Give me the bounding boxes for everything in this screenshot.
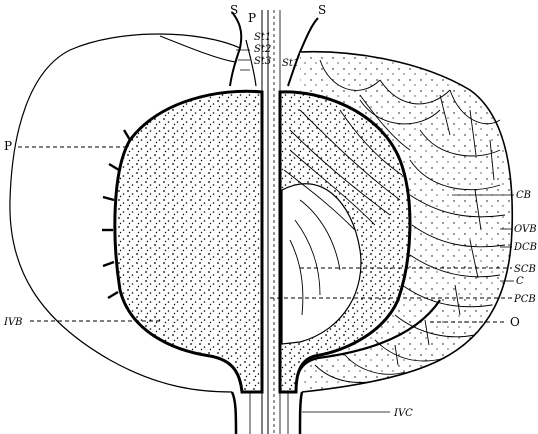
label-pcb: PCB [513,294,536,305]
label-o: O [510,315,520,329]
label-p-top: P [248,11,256,25]
label-s-right: S [318,3,326,17]
label-ivc: IVC [393,408,413,419]
left-ovary [115,91,262,392]
label-cb: CB [516,190,531,201]
label-scb: SCB [514,264,536,275]
label-dcb: DCB [513,242,537,253]
label-st-center: St1 [282,58,299,69]
label-ovb: OVB [514,224,537,235]
label-s-left: S [230,3,238,17]
label-st3: St3 [254,56,271,67]
label-st1: St1 [254,32,271,43]
label-p-left: P [4,139,12,153]
label-st2: St2 [254,44,271,55]
left-inner-rim [160,36,236,62]
label-c: C [516,276,524,287]
label-ivb: IVB [3,317,23,328]
